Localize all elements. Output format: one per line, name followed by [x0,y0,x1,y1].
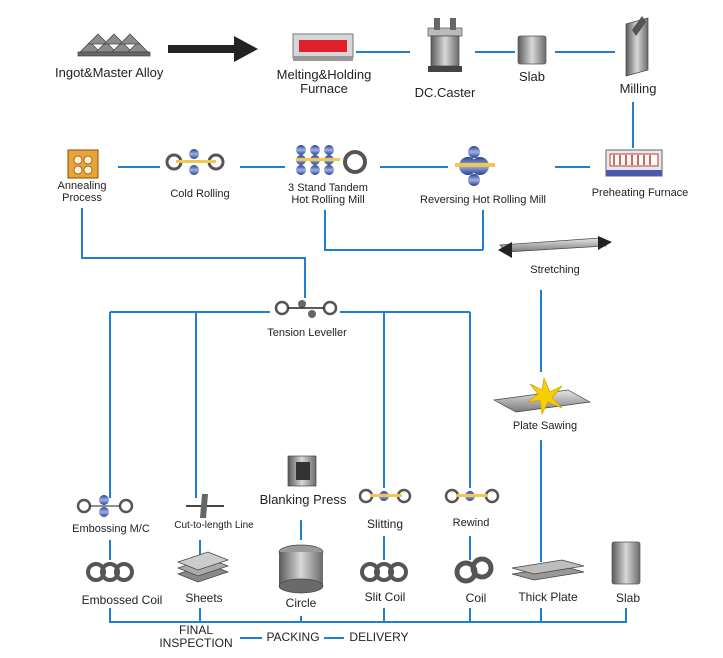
slab-top-label: Slab [518,69,546,84]
packing-label: PACKING [266,630,320,644]
blanking-press-label: Blanking Press [259,492,347,507]
slab-icon [517,35,547,65]
line-tandem-stretch [324,210,483,251]
tension-leveller-label: Tension Leveller [267,327,347,339]
flow-lines [81,51,634,639]
reversing-label: Reversing Hot Rolling Mill [420,194,546,206]
sheet-stack-icon [176,551,230,583]
milling-icon [625,16,649,77]
slit-coil-label: Slit Coil [364,590,406,604]
thick-plate-icon [511,559,585,581]
dc-caster-icon [427,18,463,72]
embossing-label: Embossing M/C [72,523,150,535]
circle-blank-icon [278,544,324,594]
stretcher-icon [498,236,612,258]
coil-icon [454,556,494,584]
line-bottom-bus [109,608,627,623]
slab-bottom-icon [611,541,641,585]
slitting-icon [358,488,412,504]
embossed-coil-icon [86,562,134,582]
main-arrow [168,36,258,62]
caster-label: DC.Caster [414,85,476,100]
reversing-mill-icon [455,146,495,186]
ingot-label: Ingot&Master Alloy [55,65,164,80]
plate-saw-icon [492,376,592,416]
line-annealing-down [81,208,306,298]
tandem-mill-icon [296,145,367,175]
rewind-label: Rewind [452,517,490,529]
cold-rolling-icon [165,149,225,175]
milling-label: Milling [619,81,657,96]
slit-coil-icon [360,562,408,582]
annealing-furnace-icon [67,149,99,179]
cut-to-length-icon [186,494,224,518]
sheets-label: Sheets [185,591,223,605]
blanking-press-icon [287,455,317,487]
thick-plate-label: Thick Plate [518,590,578,604]
slitting-label: Slitting [366,517,404,531]
plate-sawing-label: Plate Sawing [512,420,578,432]
melting-label: Melting&Holding Furnace [276,67,372,97]
preheating-label: Preheating Furnace [591,187,689,199]
final-inspection-label: FINAL INSPECTION [159,623,233,651]
preheating-furnace-icon [605,149,663,177]
cut-to-length-label: Cut-to-length Line [174,520,254,531]
rewind-icon [444,488,500,504]
delivery-label: DELIVERY [349,630,409,644]
tension-leveller-icon [274,300,338,318]
tandem-label: 3 Stand Tandem Hot Rolling Mill [288,182,368,207]
ingot-stack-icon [77,33,151,57]
slab-bottom-label: Slab [615,591,641,605]
melting-furnace-icon [292,33,354,61]
embossed-coil-label: Embossed Coil [81,593,163,607]
cold-rolling-label: Cold Rolling [170,188,230,200]
circle-label: Circle [285,596,317,610]
embossing-machine-icon [76,495,134,517]
annealing-label: Annealing Process [57,180,107,205]
coil-label: Coil [465,591,487,605]
stretching-label: Stretching [530,264,580,276]
